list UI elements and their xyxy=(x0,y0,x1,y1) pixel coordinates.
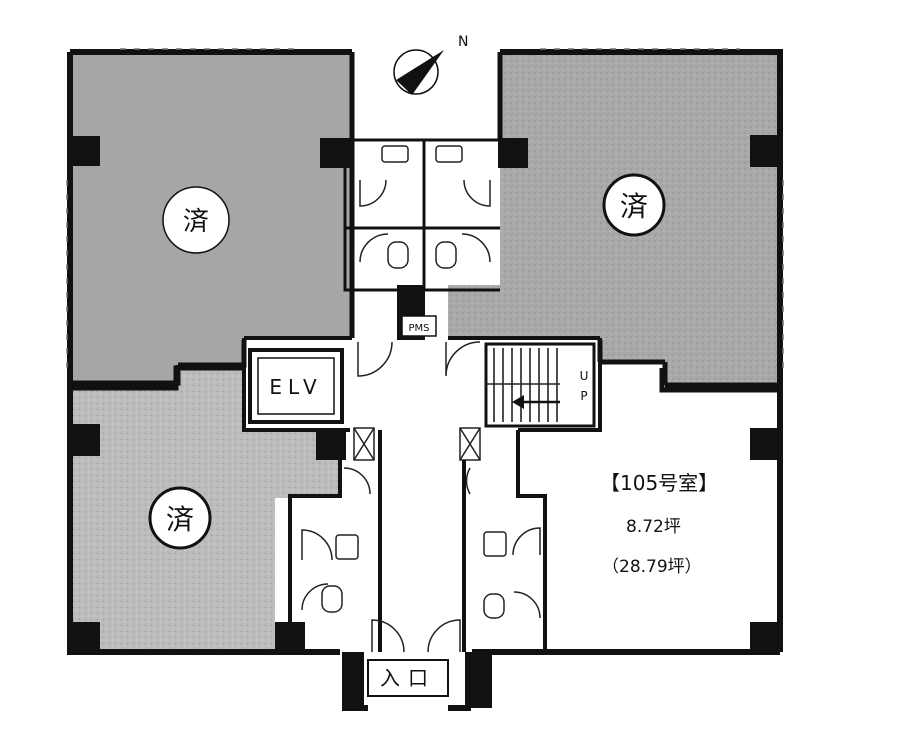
entrance: 入口 xyxy=(367,659,449,697)
elevator-label: ELV xyxy=(269,375,322,399)
stairs-up-p: P xyxy=(580,389,587,403)
pipe-shaft-label: PMS xyxy=(408,323,429,334)
room-105-area-total: （28.79坪） xyxy=(602,557,702,577)
compass: N xyxy=(393,34,468,95)
stairs-up-u: U xyxy=(580,369,589,383)
pipe-shaft: PMS xyxy=(401,315,437,337)
elevator: ELV xyxy=(248,348,344,424)
walls xyxy=(67,49,783,711)
upper-restrooms xyxy=(359,145,491,269)
status-top-right: 済 xyxy=(620,190,648,223)
hall-doors xyxy=(357,341,481,653)
room-105-name: 【105号室】 xyxy=(600,471,718,495)
duct-boxes xyxy=(353,427,481,461)
window-marks xyxy=(66,48,784,370)
lower-restrooms xyxy=(301,467,541,619)
room-105-area: 8.72坪 xyxy=(626,517,681,537)
status-top-left: 済 xyxy=(183,207,209,237)
compass-north-label: N xyxy=(458,34,468,50)
stairs: U P xyxy=(484,342,596,428)
status-bottom-left: 済 xyxy=(166,503,194,536)
room-105 xyxy=(516,368,778,652)
columns xyxy=(70,135,780,708)
badge-bottom-left: 済 xyxy=(148,486,212,550)
entrance-label: 入口 xyxy=(380,666,436,690)
badge-top-right: 済 xyxy=(602,173,666,237)
badge-top-left: 済 xyxy=(162,186,230,254)
compass-needle-icon xyxy=(396,50,444,95)
